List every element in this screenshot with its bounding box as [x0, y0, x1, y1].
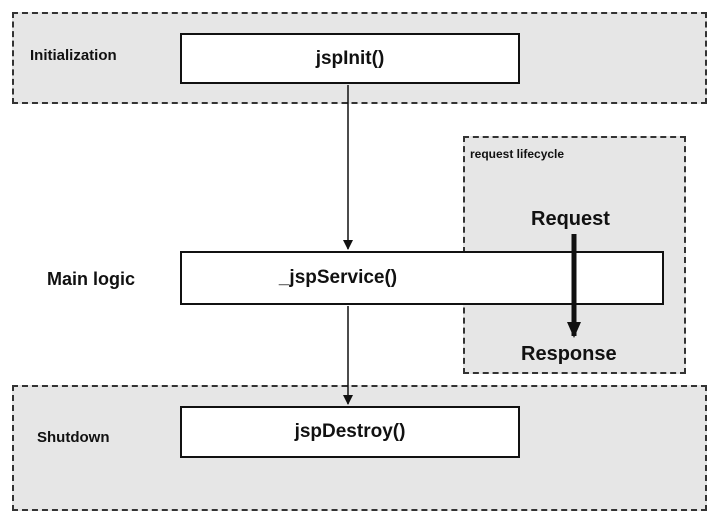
main-logic-label: Main logic — [47, 269, 136, 289]
response-label: Response — [521, 343, 617, 365]
jspinit-method: jspInit() — [315, 47, 385, 69]
initialization-label: Initialization — [30, 47, 117, 64]
jspdestroy-box: jspDestroy() — [180, 406, 520, 458]
jspinit-box: jspInit() — [180, 33, 520, 84]
request-lifecycle-label: request lifecycle — [470, 147, 565, 161]
shutdown-label: Shutdown — [37, 429, 110, 446]
jspdestroy-method: jspDestroy() — [294, 421, 406, 442]
request-label: Request — [531, 208, 610, 230]
jspservice-box: _jspService() — [180, 251, 664, 305]
jspservice-method: _jspService() — [278, 267, 398, 288]
